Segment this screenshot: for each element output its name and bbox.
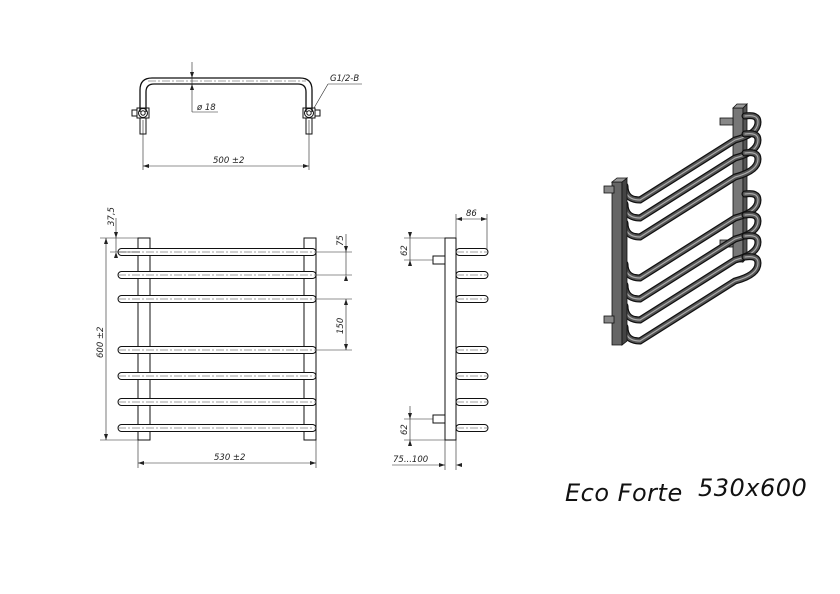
top-view — [131, 62, 362, 170]
wall-offset-label: 75...100 — [393, 455, 428, 465]
front-width-label: 530 ±2 — [214, 453, 245, 463]
depth-label: 86 — [466, 209, 477, 219]
diameter-label: ø 18 — [196, 103, 216, 113]
model-name: Eco Forte — [565, 479, 683, 507]
height-label: 600 ±2 — [96, 327, 106, 358]
front-view — [100, 218, 352, 468]
iso-rung-highlight — [624, 152, 759, 238]
gap-label: 150 — [336, 318, 346, 334]
side-bottom-label: 62 — [400, 424, 410, 435]
side-top-label: 62 — [400, 245, 410, 256]
isometric-view — [603, 103, 762, 346]
side-view — [392, 214, 489, 470]
model-size: 530x600 — [698, 474, 807, 502]
top-width-label: 500 ±2 — [213, 156, 244, 166]
top-offset-label: 37,5 — [107, 207, 117, 226]
iso-rung-highlight — [624, 256, 759, 342]
thread-label: G1/2-B — [330, 74, 359, 84]
spacing-label: 75 — [336, 235, 346, 246]
